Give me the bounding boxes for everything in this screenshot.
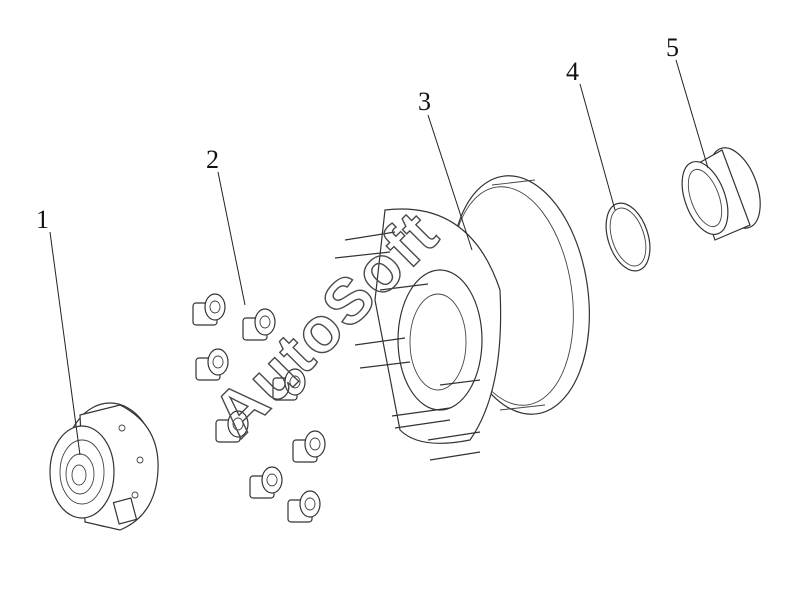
leader-line-4 (579, 83, 616, 211)
hub-cap-icon (49, 402, 159, 531)
callout-4: 4 (566, 57, 579, 86)
leader-line-2 (217, 171, 246, 306)
bearing-race-icon (681, 147, 761, 241)
brake-disc-hub-icon (334, 175, 590, 461)
wheel-nut-icon (192, 293, 326, 523)
callout-2: 2 (206, 145, 219, 174)
callout-1: 1 (36, 205, 49, 234)
callout-3: 3 (418, 87, 431, 116)
callout-5: 5 (666, 33, 679, 62)
leader-line-5 (675, 59, 709, 169)
leader-line-3 (427, 114, 473, 251)
leader-line-1 (49, 231, 81, 456)
o-ring-icon (605, 202, 651, 272)
